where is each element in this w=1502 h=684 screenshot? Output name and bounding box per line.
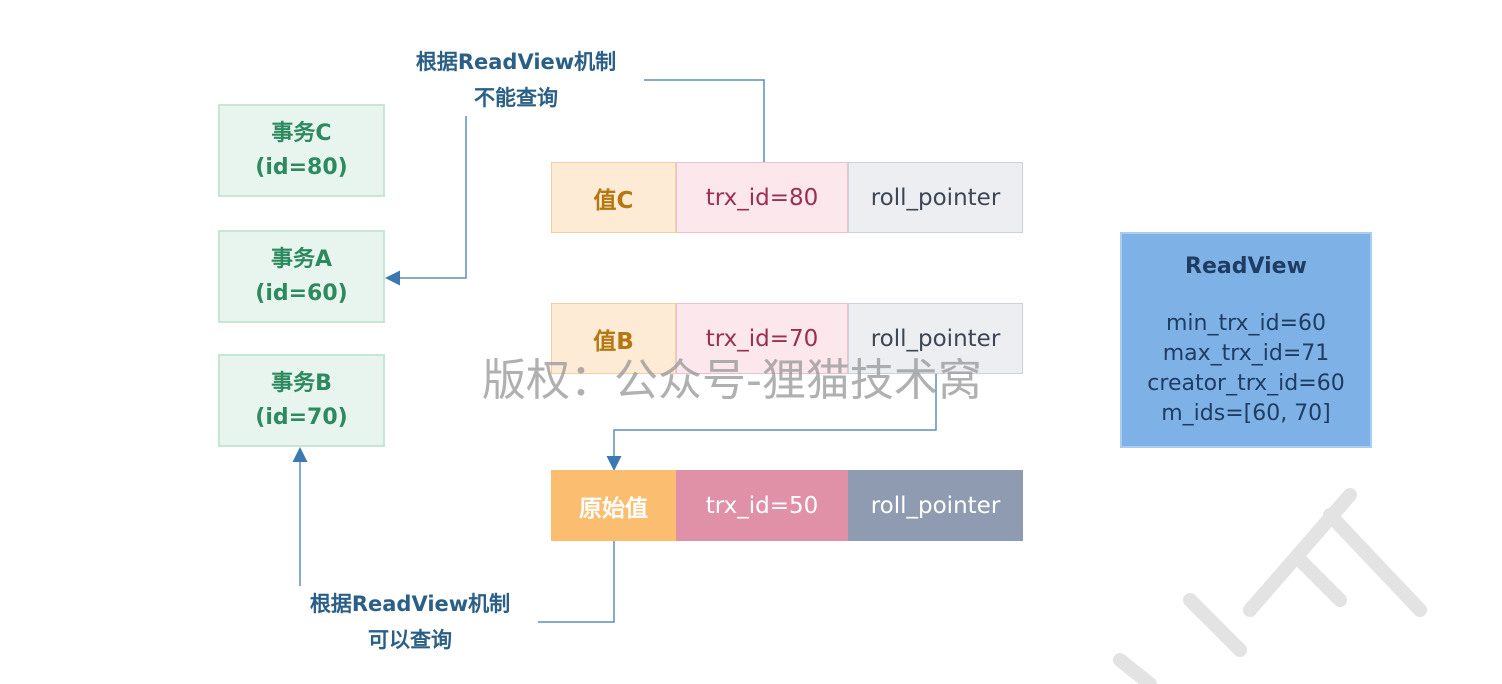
- transaction-a-name: 事务A: [270, 246, 333, 272]
- transaction-a-id: (id=60): [255, 280, 348, 306]
- readview-m-ids: m_ids=[60, 70]: [1161, 401, 1331, 426]
- readview-max-trx-id: max_trx_id=71: [1162, 341, 1330, 366]
- watermark-text: 版权：公众号-狸猫技术窝: [482, 355, 982, 406]
- arrow-b-to-original: [606, 374, 937, 471]
- version-b-value: 值B: [551, 303, 676, 374]
- original-roll-pointer: roll_pointer: [848, 470, 1023, 541]
- readview-min-trx-id: min_trx_id=60: [1165, 311, 1327, 336]
- transaction-a: 事务A (id=60): [218, 230, 385, 323]
- transaction-c: 事务C (id=80): [218, 104, 385, 197]
- version-c-trx-id: trx_id=80: [676, 162, 848, 233]
- original-trx-id: trx_id=50: [676, 470, 848, 541]
- note-visible: 根据ReadView机制 可以查询: [282, 586, 538, 658]
- note-not-visible-line1: 根据ReadView机制: [415, 50, 617, 74]
- transaction-c-id: (id=80): [255, 154, 348, 180]
- readview-title: ReadView: [1185, 254, 1307, 279]
- transaction-b-id: (id=70): [255, 404, 348, 430]
- watermark-stamp: [1113, 488, 1427, 684]
- note-visible-line2: 可以查询: [368, 628, 452, 652]
- readview-box: ReadView min_trx_id=60 max_trx_id=71 cre…: [1120, 232, 1372, 448]
- version-b-roll-pointer: roll_pointer: [848, 303, 1023, 374]
- transaction-c-name: 事务C: [271, 120, 332, 146]
- version-b-trx-id: trx_id=70: [676, 303, 848, 374]
- original-value: 原始值: [551, 470, 676, 541]
- version-c-value: 值C: [551, 162, 676, 233]
- note-visible-line1: 根据ReadView机制: [309, 592, 511, 616]
- readview-creator-trx-id: creator_trx_id=60: [1147, 371, 1345, 396]
- transaction-b: 事务B (id=70): [218, 354, 385, 447]
- note-not-visible-line2: 不能查询: [474, 86, 558, 110]
- note-not-visible: 根据ReadView机制 不能查询: [388, 44, 644, 116]
- transaction-b-name: 事务B: [271, 370, 332, 396]
- version-c-roll-pointer: roll_pointer: [848, 162, 1023, 233]
